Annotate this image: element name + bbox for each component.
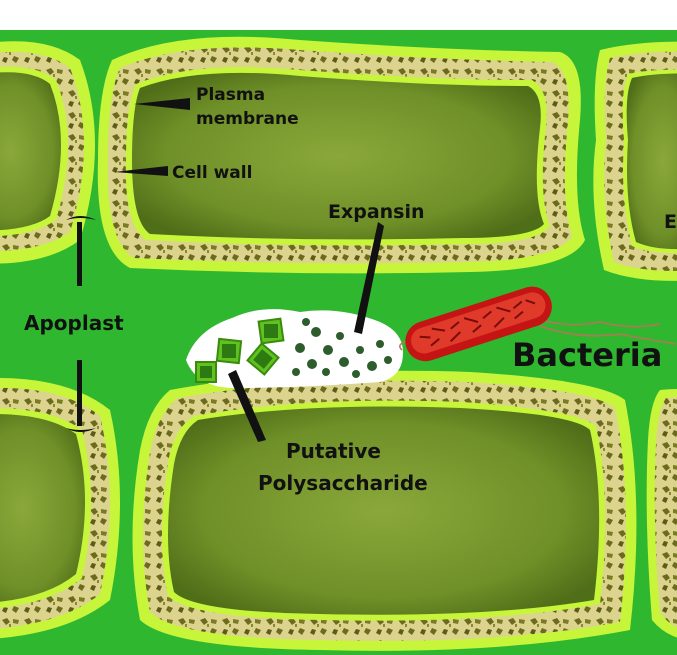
polysaccharide-icon	[259, 319, 284, 344]
cell-wall-label: Cell wall	[172, 163, 252, 183]
top-margin	[0, 0, 677, 30]
putative-polysaccharide-label-line1: Putative	[286, 439, 381, 463]
cell-top-middle	[98, 37, 585, 274]
polysaccharide-icon	[196, 362, 216, 382]
putative-polysaccharide-label-line2: Polysaccharide	[258, 471, 428, 495]
cell-bottom-middle	[133, 371, 637, 651]
cell-bottom-left	[0, 378, 120, 640]
cell-top-right	[593, 42, 677, 281]
plasma-membrane-label-line1: Plasma	[196, 85, 265, 105]
cropped-right-label: E	[664, 211, 677, 233]
polysaccharide-icon	[217, 339, 241, 363]
expansin-label: Expansin	[328, 201, 425, 223]
plasma-membrane-label-line2: membrane	[196, 109, 299, 129]
cell-bottom-right	[647, 389, 677, 640]
bacteria-label: Bacteria	[512, 336, 662, 374]
apoplast-label: Apoplast	[24, 311, 124, 335]
